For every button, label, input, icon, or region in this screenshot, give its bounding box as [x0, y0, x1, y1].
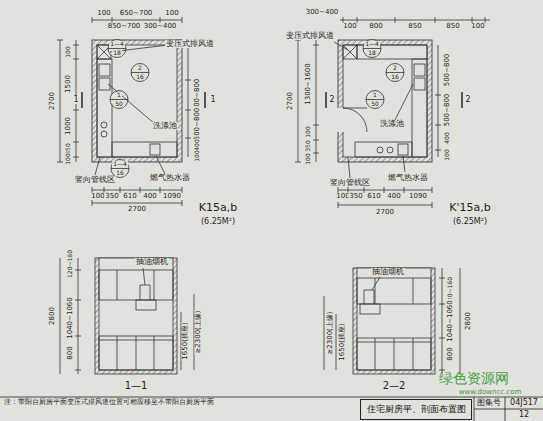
drawing-label: 1090 — [408, 193, 428, 200]
drawing-label: 850 — [445, 23, 460, 30]
drawing-label: 610 — [122, 193, 137, 200]
drawing-label: 400 — [386, 193, 401, 200]
dimension-vertical: 1650(插座) — [339, 322, 346, 361]
dimension-vertical: 1500 — [65, 74, 72, 94]
drawing-label: (6.25M²) — [452, 218, 488, 226]
drawing-label: 洗涤池 — [152, 122, 178, 130]
drawing-label: 1—4 — [109, 41, 125, 47]
drawing-label: 抽油烟机 — [371, 268, 405, 276]
drawing-label: 2 — [464, 96, 471, 104]
dimension-vertical: ≥2300(上缘) — [327, 310, 334, 355]
drawing-label: 350 — [348, 193, 363, 200]
watermark: www.downcc.com — [458, 389, 523, 396]
title-block-lines — [0, 397, 543, 421]
drawing-label: 洗涤池 — [379, 120, 405, 128]
drawing-label: 400 — [142, 193, 157, 200]
drawing-label: 2700 — [375, 209, 395, 216]
drawing-label: 16 — [135, 74, 145, 80]
dimension-vertical: 500~800 — [444, 93, 451, 128]
dimension-vertical: 500~800 — [444, 53, 451, 88]
dimension-vertical: 100 — [65, 152, 71, 165]
drawing-label: 16 — [390, 74, 400, 80]
drawing-label: 2700 — [127, 206, 147, 213]
drawing-label: 800 — [368, 23, 383, 30]
drawing-label: 注：带阳台厨房平面变压式排风道位置可相应移至不带阳台厨房平面 — [3, 399, 215, 406]
drawing-label: 100 — [470, 23, 485, 30]
right-plan — [295, 17, 490, 208]
dimension-vertical: 100 — [444, 148, 450, 161]
drawing-label: 16 — [115, 170, 125, 176]
drawing-label: 竖向管线区 — [329, 179, 371, 187]
drawing-label: 图集号 — [476, 399, 502, 407]
dimension-vertical: 400 — [444, 131, 450, 144]
drawing-label: 12 — [518, 411, 530, 419]
dimension-vertical: 100 — [305, 125, 311, 138]
drawing-label: 610 — [366, 193, 381, 200]
drawing-label: 50 — [370, 101, 380, 107]
drawing-label: 1 — [372, 92, 378, 98]
dimension-vertical: 1300~1600 — [305, 62, 312, 106]
section-2-2 — [324, 268, 460, 374]
watermark: 绿色资源网 — [438, 371, 510, 385]
dimension-vertical: 1000 — [65, 116, 72, 136]
dimension-vertical: 1040~1060 — [67, 296, 74, 340]
drawing-label: K15a,b — [198, 202, 238, 213]
dimension-vertical: 100 — [65, 45, 71, 58]
drawing-label: K'15a,b — [448, 202, 491, 213]
drawing-label: 100 — [164, 10, 179, 17]
drawing-label: 变压式排风道 — [165, 40, 215, 48]
dimension-vertical: 100 — [305, 152, 311, 165]
dimension-vertical: 1650(插座) — [182, 321, 189, 360]
drawing-label: 抽油烟机 — [135, 258, 169, 266]
drawing-label: 18 — [112, 50, 122, 56]
drawing-label: 300~400 — [143, 23, 178, 30]
drawing-label: 650~700 — [119, 10, 154, 17]
drawing-label: 1 — [209, 96, 216, 104]
title-text: 住宅厨房平、剖面布置图 — [367, 405, 472, 414]
drawing-label: 燃气热水器 — [387, 174, 429, 182]
drawing-label: 变压式排风道 — [285, 32, 335, 40]
dimension-vertical: 120~160 — [67, 249, 73, 279]
drawing-label: 1—4 — [364, 41, 380, 47]
drawing-label: 350 — [104, 193, 119, 200]
dimension-vertical: 2800 — [465, 311, 472, 331]
title-block-cell: 住宅厨房平、剖面布置图 — [360, 399, 472, 420]
dimension-vertical: 2700 — [287, 91, 294, 111]
drawing-label: 2 — [328, 96, 335, 104]
drawing-label: 2 — [137, 65, 143, 71]
drawing-label: 50 — [114, 101, 124, 107]
drawing-label: 850 — [407, 23, 422, 30]
drawing-label: 2 — [392, 65, 398, 71]
drawing-label: (6.25M²) — [200, 218, 236, 226]
drawing-label: 1 — [116, 92, 122, 98]
dimension-vertical: 350 — [305, 139, 311, 152]
dimension-vertical: 2700 — [49, 91, 56, 111]
drawing-label: 300~400 — [305, 9, 340, 16]
dimension-vertical: 1040~1060 — [447, 299, 454, 343]
dimension-vertical: ≥2300(上缘) — [195, 309, 202, 354]
drawing-label: 竖向管线区 — [74, 176, 116, 184]
drawing-label: 燃气热水器 — [149, 174, 191, 182]
drawing-label: 1 — [72, 96, 79, 104]
dimension-vertical: 800 — [67, 345, 74, 360]
section-1-1 — [60, 258, 194, 374]
drawing-label: 850~700 — [107, 23, 142, 30]
dimension-vertical: 100 — [194, 149, 200, 162]
dimension-vertical: 2800 — [49, 306, 56, 326]
drawing-label: 1—4 — [112, 161, 128, 167]
drawing-label: 100 — [342, 23, 357, 30]
drawing-label: 2—2 — [382, 381, 407, 391]
drawing-label: 1090 — [162, 193, 182, 200]
drawing-label: 1—1 — [124, 381, 149, 391]
drawing-label: 100 — [96, 10, 111, 17]
drawing-label: 18 — [367, 50, 377, 56]
dimension-vertical: 500~800 — [194, 107, 201, 142]
dimension-vertical: 800 — [447, 346, 454, 361]
drawing-label: 04J517 — [509, 399, 539, 407]
